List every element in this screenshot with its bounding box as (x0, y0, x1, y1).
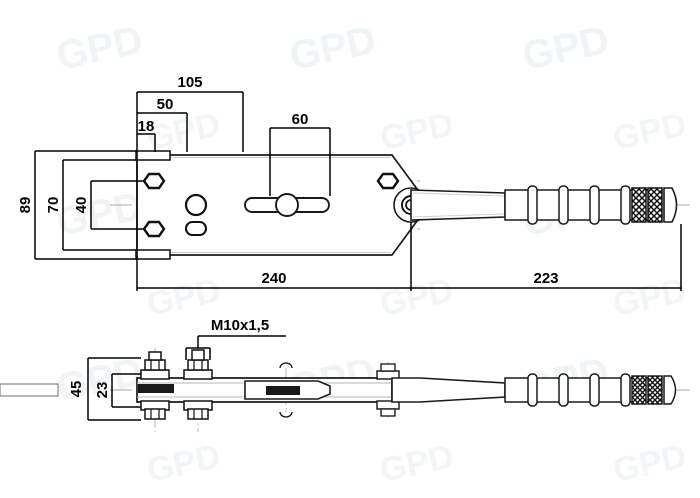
bolt1-nut-bottom (144, 408, 166, 420)
round-hole (184, 193, 208, 217)
side-linkage-inner (0, 383, 59, 397)
handle-arm-shading (412, 192, 505, 218)
side-view-dimension-lines (87, 335, 286, 421)
hex-nut-right (376, 172, 400, 190)
bolt1-stud-top (148, 351, 162, 361)
dim-40-label: 40 (73, 197, 90, 214)
dim-105-label: 105 (177, 74, 202, 91)
side-grip-ring-3 (589, 373, 600, 407)
side-handle-neck (391, 377, 506, 403)
hex-nut-upper-left (142, 172, 166, 190)
knurl-band-2 (647, 187, 663, 223)
side-view-group (0, 340, 690, 432)
mounting-flange-top (135, 150, 171, 161)
dim-45-label: 45 (68, 381, 85, 398)
bolt-assembly-2 (183, 349, 213, 420)
dim-89-label: 89 (17, 197, 34, 214)
bolt2-nut-bottom (187, 408, 209, 420)
bolt2-nut-top (187, 359, 209, 371)
side-solid-segment (138, 384, 174, 393)
hex-nut-group (142, 172, 400, 238)
side-knurl-band-1 (631, 375, 647, 405)
hex-nut-lower-left (142, 220, 166, 238)
side-handle-end-cap (663, 375, 677, 405)
grip-ring-group (527, 185, 631, 225)
body-inner-edge (139, 157, 391, 253)
grip-ring-1 (527, 185, 538, 225)
pivot-bolt-cap-bottom (380, 408, 396, 417)
dim-70-label: 70 (45, 197, 62, 214)
side-linkage-core (266, 386, 300, 395)
bolt-assembly-1 (140, 351, 170, 420)
bolt1-nut-top (144, 359, 166, 371)
top-view-group (110, 150, 690, 260)
dim-223-label: 223 (533, 270, 558, 287)
thread-spec-label: M10x1,5 (211, 317, 269, 334)
pivot-bolt-cap-top (380, 363, 396, 372)
grip-ring-2 (558, 185, 569, 225)
spindle-lug-top (279, 362, 293, 369)
spindle-head-circle (275, 193, 299, 217)
dim-18-label: 18 (138, 118, 155, 135)
knurl-band-1 (631, 187, 647, 223)
bolt1-washer-top (140, 369, 170, 380)
side-grip-ring-4 (620, 373, 631, 407)
side-grip-ring-group (527, 373, 631, 407)
side-knurl-band-2 (647, 375, 663, 405)
slot-hole-small (184, 220, 208, 237)
dim-23-label: 23 (94, 382, 111, 399)
dim-50-label: 50 (157, 96, 174, 113)
grip-ring-4 (620, 185, 631, 225)
bolt2-stud-top (191, 349, 205, 361)
top-view-dimension-lines (34, 91, 682, 291)
dim-60-label: 60 (292, 111, 309, 128)
grip-ring-3 (589, 185, 600, 225)
bolt2-washer-top (183, 369, 213, 380)
side-grip-ring-2 (558, 373, 569, 407)
pivot-bolt-side (376, 363, 400, 417)
dim-240-label: 240 (261, 270, 286, 287)
side-grip-ring-1 (527, 373, 538, 407)
handle-end-cap (663, 187, 678, 223)
mounting-flange-bottom (135, 249, 171, 260)
spindle-lug-bottom (279, 411, 293, 418)
